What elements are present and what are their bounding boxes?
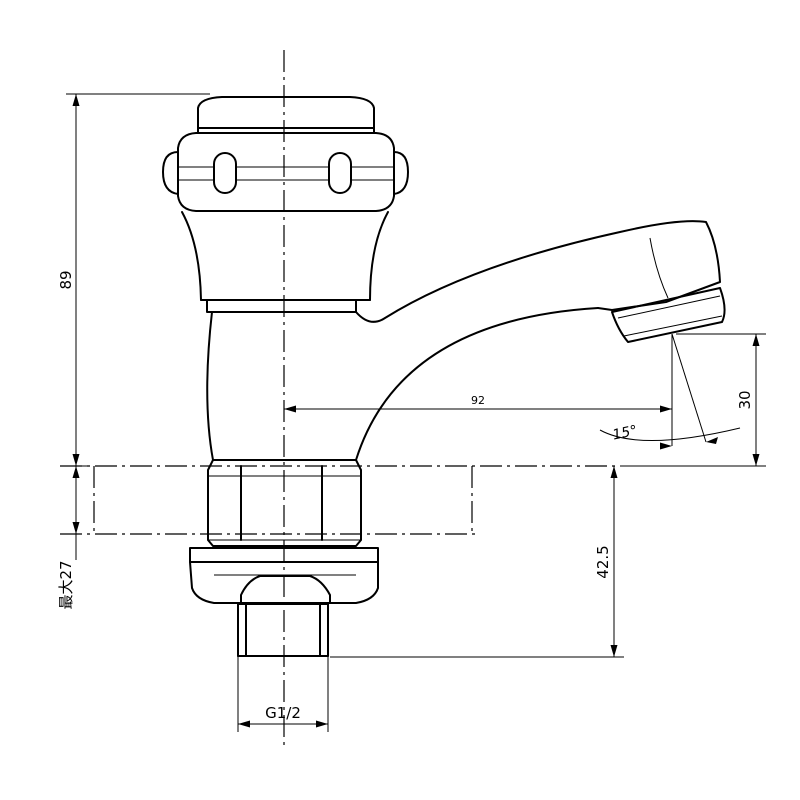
dim-spout-drop-label: 30 [736, 390, 754, 409]
dim-thread: G1/2 [237, 657, 329, 732]
dim-thread-label: G1/2 [265, 704, 301, 722]
faucet-body [206, 220, 721, 461]
dim-reach-label: 92 [471, 394, 485, 407]
aerator-nozzle [611, 287, 726, 343]
dim-spout-angle-label: 15° [611, 423, 639, 444]
dim-shank-length: 42.5 [330, 466, 624, 658]
dim-reach: 92 [284, 394, 672, 413]
dim-shank-length-label: 42.5 [594, 545, 612, 578]
dim-spout-angle: 15° [599, 333, 741, 450]
handle-ring [162, 132, 409, 212]
handle-cap [197, 96, 375, 133]
centerlines [60, 50, 620, 745]
dim-max-panel-label: 最大27 [57, 560, 75, 609]
dim-spout-drop: 30 [620, 333, 766, 467]
dim-total-height: 89 [57, 93, 210, 467]
lock-nut [189, 547, 379, 604]
handle-body [181, 211, 389, 313]
threaded-connector [237, 603, 329, 657]
dim-max-panel: 最大27 [57, 466, 80, 610]
dim-total-height-label: 89 [57, 270, 75, 289]
shank [207, 459, 362, 547]
